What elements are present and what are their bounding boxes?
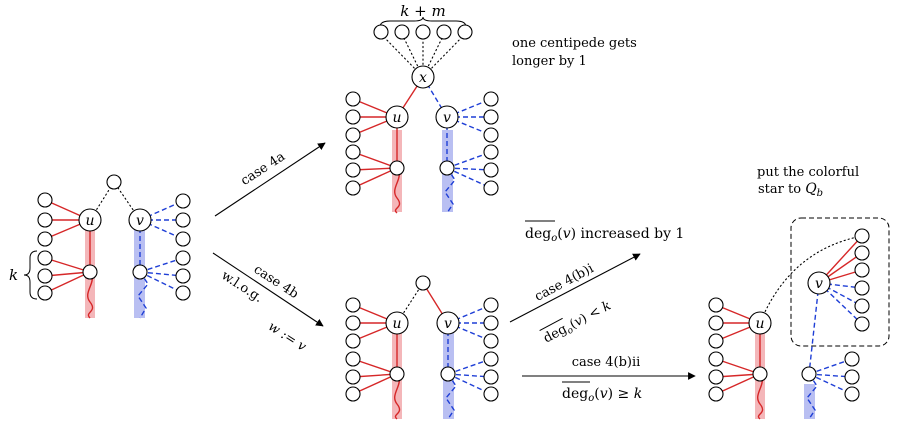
label-x: x: [419, 70, 427, 86]
node-u-case4a: [385, 105, 409, 129]
label-v-colorful-star: v: [815, 276, 823, 292]
node-x: [411, 65, 435, 89]
case-4a-configuration: k + m x: [345, 2, 499, 214]
arrow-case-4a: case 4a: [214, 142, 326, 217]
svg-text:dego(v) ≥ k: dego(v) ≥ k: [562, 386, 642, 404]
label-u-case4a: u: [392, 110, 401, 126]
colorful-note-line1: put the colorful: [757, 165, 859, 180]
svg-text:star to Qb: star to Qb: [758, 181, 823, 199]
node-u-initial: [78, 208, 102, 232]
label-w-assign: w := v: [265, 319, 309, 355]
label-k: k: [9, 266, 18, 284]
label-v-case4a: v: [443, 110, 451, 126]
case-4bii-configuration: u v: [708, 217, 890, 420]
arrow-case-4bii: case 4(b)ii dego(v) ≥ k: [522, 355, 696, 404]
svg-text:dego(v) increased by 1: dego(v) increased by 1: [525, 226, 684, 244]
svg-text:dego(v) < k: dego(v) < k: [541, 298, 615, 348]
node-v-colorful-star: [807, 271, 831, 295]
colorful-note-sub: b: [817, 188, 823, 199]
colorful-note-var: Q: [805, 181, 817, 197]
node-u-case4b: [385, 311, 409, 335]
label-k-plus-m: k + m: [400, 2, 445, 20]
centipede-note-line1: one centipede gets: [512, 36, 637, 51]
centipede-note-line2: longer by 1: [512, 54, 587, 69]
label-u-case4b: u: [392, 316, 401, 332]
deg-lt-k: < k: [583, 298, 614, 324]
node-v-initial: [128, 208, 152, 232]
deg-ge-k: ≥ k: [613, 386, 642, 402]
arrow-case-4bi: case 4(b)i dego(v) < k: [509, 253, 641, 348]
initial-configuration: u v k: [9, 174, 191, 319]
node-v-case4b: [436, 311, 460, 335]
case-4b-configuration: u v: [345, 275, 499, 420]
arrow-case-4b: case 4b w.l.o.g. w := v: [212, 252, 324, 355]
label-u-case4bii: u: [755, 316, 764, 332]
node-v-case4a: [435, 105, 459, 129]
label-u: u: [85, 213, 94, 229]
label-v-case4b: v: [444, 316, 452, 332]
label-case-4a: case 4a: [238, 149, 288, 189]
label-case-4bii: case 4(b)ii: [572, 355, 641, 370]
deg-increase-text: increased by 1: [576, 226, 684, 242]
node-u-case4bii: [748, 311, 772, 335]
deg-increase-note: dego(v) increased by 1: [525, 220, 684, 244]
label-case-4bi: case 4(b)i: [532, 261, 596, 304]
colorful-star-box: [790, 217, 890, 347]
label-v: v: [136, 213, 144, 229]
colorful-note-line2: star to: [758, 182, 805, 197]
